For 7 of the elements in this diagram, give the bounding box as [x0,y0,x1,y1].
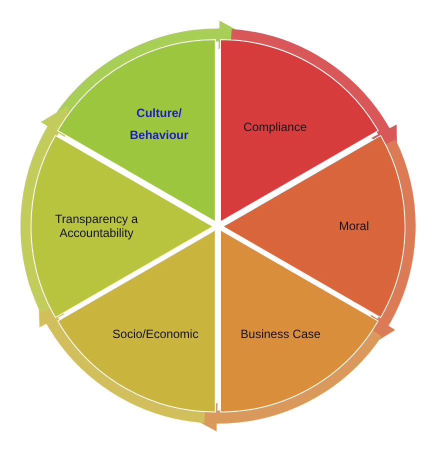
segment-label: Compliance [242,120,308,134]
cycle-arrow [20,104,67,312]
segment-label: Socio/Economic [111,327,200,342]
segment-label: Culture/ Behaviour [128,104,190,144]
segment-label: Business Case [240,327,322,342]
segment-label: Transparency a Accountability [54,212,139,240]
segment-label: Moral [338,219,370,233]
